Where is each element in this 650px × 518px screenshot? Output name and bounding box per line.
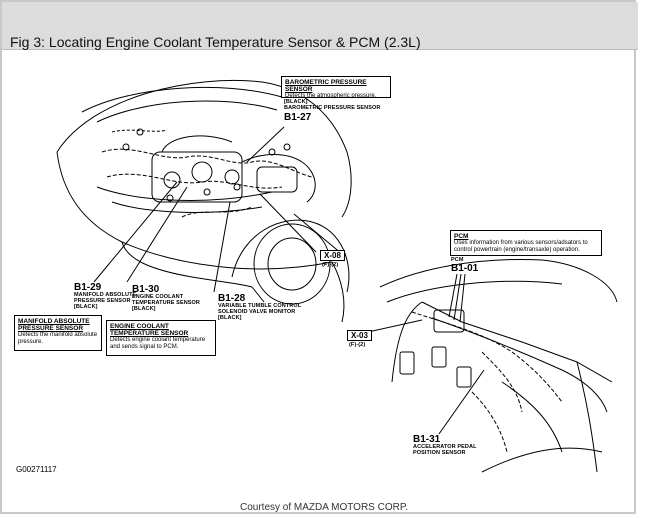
pcm-box: PCM Uses information from various sensor… xyxy=(450,230,602,256)
figure-frame: Fig 3: Locating Engine Coolant Temperatu… xyxy=(0,0,638,514)
pcm-desc-line2: control powertrain (engine/transaxle) op… xyxy=(454,247,580,254)
figure-id: G00271117 xyxy=(16,465,57,474)
ect-desc-title-line1: ENGINE COOLANT xyxy=(110,323,169,330)
ect-desc-box: ENGINE COOLANT TEMPERATURE SENSOR Detect… xyxy=(106,320,216,356)
map-sensor-part-line1: MANIFOLD ABSOLUTE xyxy=(74,292,137,298)
title-bar: Fig 3: Locating Engine Coolant Temperatu… xyxy=(2,2,638,50)
figure-title: Fig 3: Locating Engine Coolant Temperatu… xyxy=(10,34,421,50)
connector-x08-sub: (F)-(2) xyxy=(322,262,339,268)
pcm-part: PCM xyxy=(451,257,464,263)
ect-sensor-part-line2: TEMPERATURE SENSOR xyxy=(132,300,201,306)
app-sensor-part-line2: POSITION SENSOR xyxy=(413,450,466,456)
map-sensor-color: [BLACK] xyxy=(74,304,98,310)
ect-desc-line1: Detects engine coolant temperature xyxy=(110,337,206,344)
pcm-desc-line1: Uses information from various sensors/ad… xyxy=(454,240,588,247)
vtcs-part-line2: SOLENOID VALVE MONITOR xyxy=(218,309,296,315)
map-desc-title-line2: PRESSURE SENSOR xyxy=(18,325,84,333)
pcm-title: PCM xyxy=(454,233,469,240)
credit-line: Courtesy of MAZDA MOTORS CORP. xyxy=(240,502,409,513)
baro-sensor-part: BAROMETRIC PRESSURE SENSOR xyxy=(284,105,381,111)
map-desc-line2: pressure. xyxy=(18,339,44,346)
app-sensor-code: B1-31 xyxy=(413,434,441,445)
map-sensor-code: B1-29 xyxy=(74,282,102,293)
pcm-code: B1-01 xyxy=(451,263,479,274)
baro-sensor-desc: Detects the atmospheric pressure. xyxy=(285,93,377,100)
ect-sensor-code: B1-30 xyxy=(132,284,160,295)
map-desc-box: MANIFOLD ABSOLUTE PRESSURE SENSOR Detect… xyxy=(14,315,102,351)
map-sensor-part-line2: PRESSURE SENSOR xyxy=(74,298,131,304)
connector-x08: X-08 xyxy=(320,250,345,261)
engine-diagram xyxy=(56,79,618,473)
ect-sensor-part-line1: ENGINE COOLANT xyxy=(132,294,184,300)
ect-sensor-color: [BLACK] xyxy=(132,306,156,312)
vtcs-code: B1-28 xyxy=(218,293,246,304)
connector-x03: X-03 xyxy=(347,330,372,341)
map-desc-title-line1: MANIFOLD ABSOLUTE xyxy=(18,318,90,325)
ect-desc-title-line2: TEMPERATURE SENSOR xyxy=(110,330,189,338)
baro-sensor-box: BAROMETRIC PRESSURE SENSOR Detects the a… xyxy=(281,76,391,100)
app-sensor-part-line1: ACCELERATOR PEDAL xyxy=(413,444,477,450)
ect-desc-line2: and sends signal to PCM. xyxy=(110,344,179,351)
connector-x03-sub: (F)-(2) xyxy=(349,342,366,348)
baro-sensor-color: [BLACK] xyxy=(284,99,308,105)
map-desc-line1: Detects the manifold absolute xyxy=(18,332,98,339)
vtcs-part-line1: VARIABLE TUMBLE CONTROL xyxy=(218,303,302,309)
vtcs-color: [BLACK] xyxy=(218,315,242,321)
baro-sensor-code: B1-27 xyxy=(284,112,312,123)
baro-sensor-title: BAROMETRIC PRESSURE SENSOR xyxy=(285,79,367,94)
